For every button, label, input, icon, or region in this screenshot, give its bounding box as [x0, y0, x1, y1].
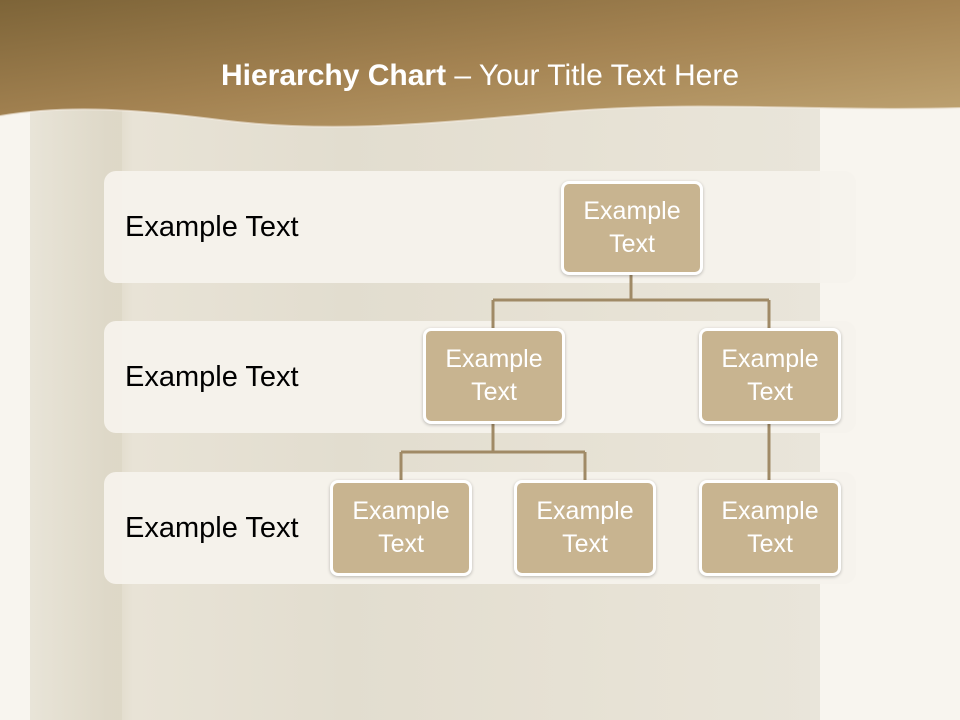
node-mid-left-line1: Example [445, 345, 543, 373]
node-leaf-1-line1: Example [352, 497, 450, 525]
node-root-line2: Text [609, 230, 655, 258]
title-bold-text: Hierarchy Chart [220, 59, 447, 92]
node-leaf-3-line1: Example [721, 497, 819, 525]
node-leaf-3-line2: Text [747, 530, 793, 558]
connector-midleft-to-leaves [399, 422, 587, 482]
node-leaf-2-line1: Example [536, 497, 634, 525]
connector-root-to-mid [491, 275, 771, 330]
node-mid-right-line2: Text [747, 378, 793, 406]
slide-title: Hierarchy Chart – Your Title Text Here [0, 54, 960, 98]
level-label-1: Example Text [125, 210, 299, 243]
title-banner [0, 0, 960, 128]
level-label-3: Example Text [125, 511, 299, 544]
node-mid-right-line1: Example [721, 345, 819, 373]
node-leaf-1-line2: Text [378, 530, 424, 558]
level-band-1 [104, 171, 856, 283]
node-leaf-2-line2: Text [562, 530, 608, 558]
level-label-2: Example Text [125, 360, 299, 393]
title-rest-text: – Your Title Text Here [446, 59, 740, 92]
node-root-line1: Example [583, 197, 681, 225]
node-mid-left-line2: Text [471, 378, 517, 406]
